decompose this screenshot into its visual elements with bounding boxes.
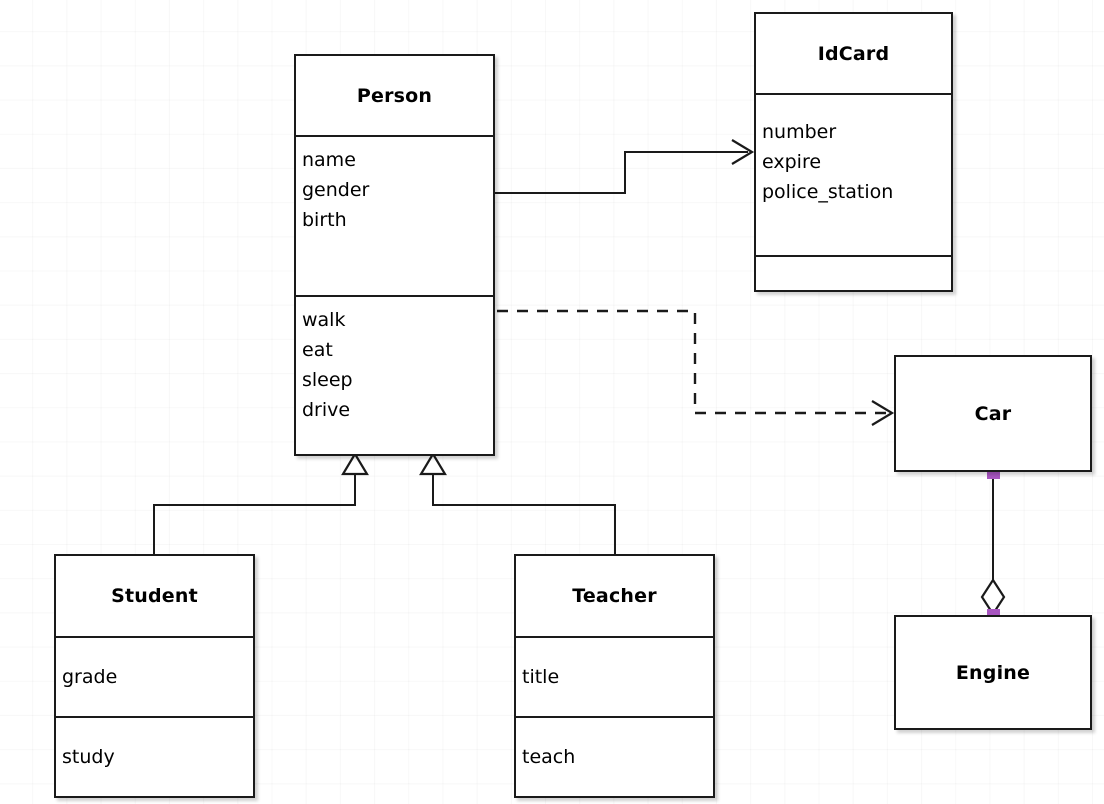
class-name-compartment: Teacher bbox=[516, 556, 713, 636]
class-box-engine[interactable]: Engine bbox=[894, 615, 1092, 730]
attribute-item: gender bbox=[302, 179, 370, 202]
generalization-teacher-person[interactable] bbox=[419, 451, 616, 554]
class-box-car[interactable]: Car bbox=[894, 355, 1092, 472]
class-box-student[interactable]: Student grade study bbox=[54, 554, 255, 798]
class-attributes-compartment: name gender birth bbox=[296, 135, 493, 295]
operation-item: study bbox=[62, 745, 115, 768]
class-name-compartment: Person bbox=[296, 56, 493, 135]
attribute-item: expire bbox=[762, 151, 822, 174]
attribute-item: birth bbox=[302, 209, 347, 232]
attribute-item: grade bbox=[62, 665, 118, 688]
class-operations-compartment: walk eat sleep drive bbox=[296, 295, 493, 454]
class-name-compartment: Engine bbox=[896, 617, 1090, 728]
class-name-label: IdCard bbox=[817, 42, 890, 65]
class-name-compartment: Car bbox=[896, 357, 1090, 470]
class-name-label: Person bbox=[356, 84, 433, 107]
class-operations-compartment: teach bbox=[516, 716, 713, 796]
class-operations-compartment bbox=[756, 255, 951, 290]
class-name-label: Car bbox=[974, 402, 1012, 425]
class-name-label: Student bbox=[111, 585, 198, 607]
aggregation-car-engine[interactable] bbox=[980, 466, 1006, 622]
class-box-person[interactable]: Person name gender birth walk eat sleep … bbox=[294, 54, 495, 456]
class-attributes-compartment: number expire police_station bbox=[756, 93, 951, 255]
dependency-person-car[interactable] bbox=[497, 309, 895, 426]
association-person-idcard[interactable] bbox=[495, 139, 755, 194]
attribute-item: name bbox=[302, 149, 356, 171]
operation-item: sleep bbox=[302, 369, 353, 392]
operation-item: drive bbox=[302, 399, 351, 422]
class-name-compartment: IdCard bbox=[756, 14, 951, 93]
class-attributes-compartment: title bbox=[516, 636, 713, 716]
class-name-label: Teacher bbox=[572, 585, 657, 607]
attribute-item: title bbox=[522, 665, 560, 688]
attribute-item: police_station bbox=[762, 181, 894, 204]
class-name-label: Engine bbox=[955, 661, 1031, 684]
class-box-idcard[interactable]: IdCard number expire police_station bbox=[754, 12, 953, 292]
class-operations-compartment: study bbox=[56, 716, 253, 796]
operation-item: walk bbox=[302, 309, 346, 331]
class-attributes-compartment: grade bbox=[56, 636, 253, 716]
class-box-teacher[interactable]: Teacher title teach bbox=[514, 554, 715, 798]
attribute-item: number bbox=[762, 121, 837, 143]
operation-item: eat bbox=[302, 339, 333, 362]
class-name-compartment: Student bbox=[56, 556, 253, 636]
generalization-student-person[interactable] bbox=[153, 451, 369, 554]
operation-item: teach bbox=[522, 745, 576, 768]
